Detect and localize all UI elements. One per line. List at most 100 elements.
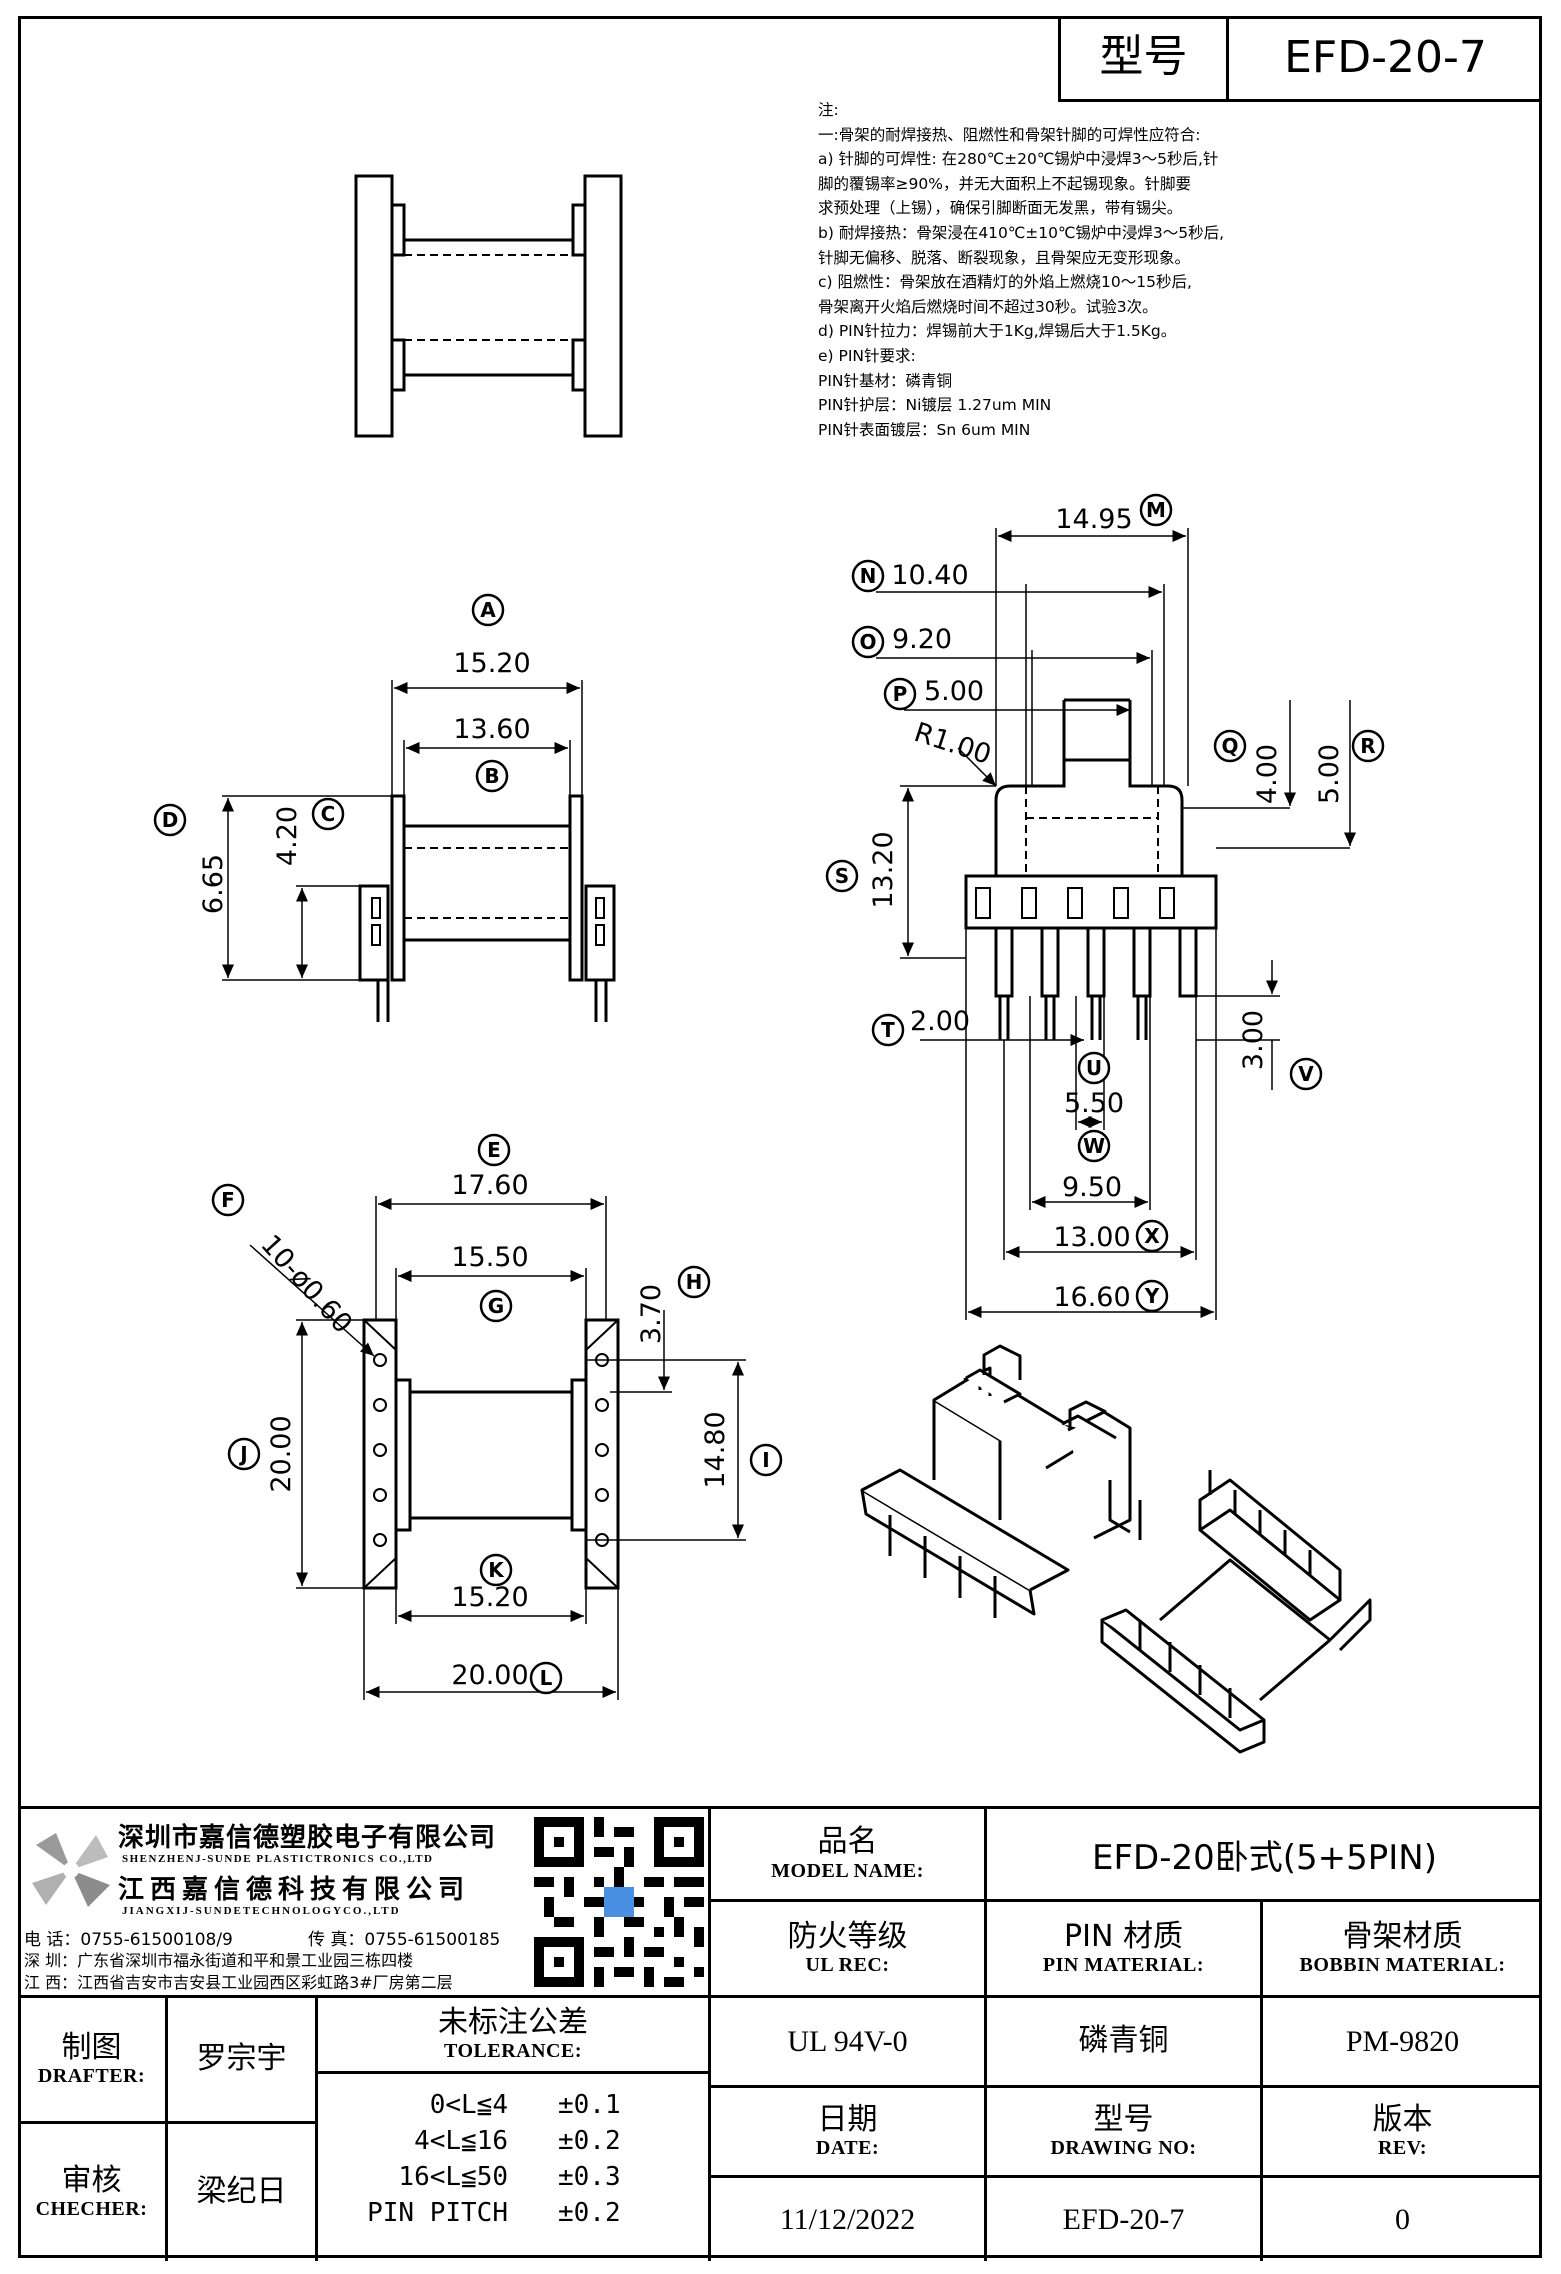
- dim-F-value: 10-ø0.60: [254, 1229, 358, 1339]
- label-T: T: [881, 1018, 895, 1042]
- label-L: L: [540, 1666, 553, 1690]
- model-name-label-cell: 品名 MODEL NAME:: [711, 1809, 987, 1902]
- label-letters: A B C D E F G H I J K L M N O P Q R S T …: [162, 498, 1376, 1690]
- label-G: G: [488, 1294, 504, 1318]
- label-M: M: [1146, 498, 1166, 522]
- tolerance-table: 0<L≦4 ±0.1 4<L≦16 ±0.2 16<L≦50 ±0.3 PIN …: [318, 2074, 711, 2261]
- drawing-no-value-cell: EFD-20-7: [987, 2178, 1263, 2261]
- tolerance-range: 16<L≦50: [398, 2162, 508, 2192]
- front-view-dimensions: [222, 680, 583, 981]
- drawing-no-label-cell: 型号 DRAWING NO:: [987, 2088, 1263, 2178]
- header-model-label-cell: 型号: [1061, 16, 1229, 99]
- label-W: W: [1083, 1134, 1105, 1158]
- dim-O-value: 9.20: [892, 624, 952, 655]
- label-C: C: [321, 802, 336, 826]
- bobbin-material-value: PM-9820: [1345, 2024, 1460, 2058]
- dim-S-value: 13.20: [868, 831, 899, 908]
- dim-P-value: 5.00: [924, 676, 984, 707]
- tolerance-value: ±0.1: [558, 2090, 621, 2120]
- label-X: X: [1144, 1224, 1160, 1248]
- pin-material-label-en: PIN MATERIAL:: [1042, 1954, 1205, 1977]
- dim-T-value: 2.00: [910, 1006, 970, 1037]
- drawing-no-label-cn: 型号: [1093, 2101, 1154, 2137]
- company-name-en-2: JIANGXIJ-SUNDETECHNOLOGYCO.,LTD: [122, 1905, 401, 1917]
- dim-J-value: 20.00: [266, 1415, 297, 1492]
- bobbin-material-label-cell: 骨架材质 BOBBIN MATERIAL:: [1263, 1902, 1542, 1995]
- label-K: K: [488, 1558, 505, 1582]
- tolerance-range: PIN PITCH: [367, 2198, 508, 2228]
- title-block: 深圳市嘉信德塑胶电子有限公司 SHENZHENJ-SUNDE PLASTICTR…: [18, 1806, 1542, 2261]
- bobbin-material-label-cn: 骨架材质: [1342, 1918, 1463, 1954]
- ul-label-cn: 防火等级: [787, 1918, 908, 1954]
- header-model-value-cell: EFD-20-7: [1229, 16, 1542, 99]
- model-name-label-cn: 品名: [817, 1824, 878, 1860]
- drafter-label-en: DRAFTER:: [37, 2065, 146, 2088]
- tolerance-value: ±0.2: [558, 2126, 621, 2156]
- tolerance-label-cn: 未标注公差: [438, 2004, 588, 2040]
- dim-C-value: 4.20: [272, 806, 303, 866]
- dim-W-value: 9.50: [1062, 1172, 1122, 1203]
- side-view-dimensions: [876, 528, 1356, 1320]
- model-name-value-cell: EFD-20卧式(5+5PIN): [987, 1809, 1542, 1902]
- dim-X-value: 13.00: [1053, 1222, 1130, 1253]
- date-label-en: DATE:: [815, 2137, 880, 2160]
- rev-value-cell: 0: [1263, 2178, 1542, 2261]
- rev-label-cell: 版本 REV:: [1263, 2088, 1542, 2178]
- label-circles: [153, 493, 1385, 1695]
- note-line: d) PIN针拉力：焊锡前大于1Kg,焊锡后大于1.5Kg。: [818, 322, 1177, 341]
- label-H: H: [686, 1270, 703, 1294]
- tolerance-value: ±0.2: [558, 2198, 621, 2228]
- note-line: 一:骨架的耐焊接热、阻燃性和骨架针脚的可焊性应符合:: [818, 125, 1201, 144]
- note-line: 注:: [818, 101, 839, 119]
- label-P: P: [893, 682, 908, 706]
- label-V: V: [1298, 1062, 1314, 1086]
- label-R: R: [1360, 734, 1375, 758]
- note-line: 脚的覆锡率≥90%，并无大面积上不起锡现象。针脚要: [818, 174, 1191, 193]
- ul-value: UL 94V-0: [787, 2024, 908, 2058]
- rev-label-cn: 版本: [1372, 2101, 1433, 2137]
- company-logo-icon: [32, 1833, 110, 1907]
- drafter-value: 罗宗宇: [196, 2041, 287, 2077]
- note-line: 求预处理（上锡），确保引脚断面无发黑，带有锡尖。: [818, 199, 1183, 218]
- label-Y: Y: [1144, 1284, 1160, 1308]
- drafter-value-cell: 罗宗宇: [168, 1998, 318, 2124]
- note-line: 骨架离开火焰后燃烧时间不超过30秒。试验3次。: [818, 297, 1158, 316]
- dim-B-value: 13.60: [453, 714, 530, 745]
- pin-material-value: 磷青铜: [1078, 2023, 1169, 2059]
- pin-material-label-cell: PIN 材质 PIN MATERIAL:: [987, 1902, 1263, 1995]
- label-S: S: [835, 864, 849, 888]
- tolerance-range: 4<L≦16: [414, 2126, 508, 2156]
- dim-H-value: 3.70: [636, 1284, 667, 1344]
- pin-material-value-cell: 磷青铜: [987, 1998, 1263, 2088]
- note-line: e) PIN针要求:: [818, 346, 916, 365]
- label-B: B: [484, 764, 499, 788]
- label-A: A: [480, 598, 496, 622]
- date-label-cell: 日期 DATE:: [711, 2088, 987, 2178]
- dim-V-value: 3.00: [1238, 1010, 1269, 1070]
- ul-label-cell: 防火等级 UL REC:: [711, 1902, 987, 1995]
- drafter-label-cell: 制图 DRAFTER:: [18, 1998, 168, 2124]
- dim-M-value: 14.95: [1055, 504, 1132, 535]
- dim-R-value: 5.00: [1314, 744, 1345, 804]
- checker-label-cn: 审核: [61, 2162, 122, 2198]
- checker-value: 梁纪日: [196, 2174, 287, 2210]
- ul-label-en: UL REC:: [805, 1954, 890, 1977]
- dim-U-value: 5.50: [1064, 1088, 1124, 1119]
- checker-label-cell: 审核 CHECHER:: [18, 2124, 168, 2261]
- label-F: F: [221, 1188, 235, 1212]
- side-view: [964, 698, 1218, 1040]
- note-line: PIN针基材：磷青铜: [818, 371, 953, 390]
- note-line: b) 耐焊接热：骨架浸在410℃±10℃锡炉中浸焊3～5秒后,: [818, 223, 1225, 242]
- rev-label-en: REV:: [1377, 2137, 1428, 2160]
- tolerance-label-en: TOLERANCE:: [444, 2040, 582, 2063]
- model-name-value: EFD-20卧式(5+5PIN): [1092, 1837, 1437, 1878]
- drawing-frame: [18, 16, 1542, 2258]
- label-U: U: [1086, 1056, 1102, 1080]
- drafter-label-cn: 制图: [61, 2029, 122, 2065]
- date-label-cn: 日期: [817, 2101, 878, 2137]
- note-line: PIN针护层：Ni镀层 1.27um MIN: [818, 396, 1052, 415]
- tolerance-value: ±0.3: [558, 2162, 621, 2192]
- company-phone: 电 话：0755-61500108/9: [24, 1930, 233, 1950]
- notes-block: 注: 一:骨架的耐焊接热、阻燃性和骨架针脚的可焊性应符合: a) 针脚的可焊性:…: [818, 98, 1298, 442]
- dim-L-value: 20.00: [451, 1660, 528, 1691]
